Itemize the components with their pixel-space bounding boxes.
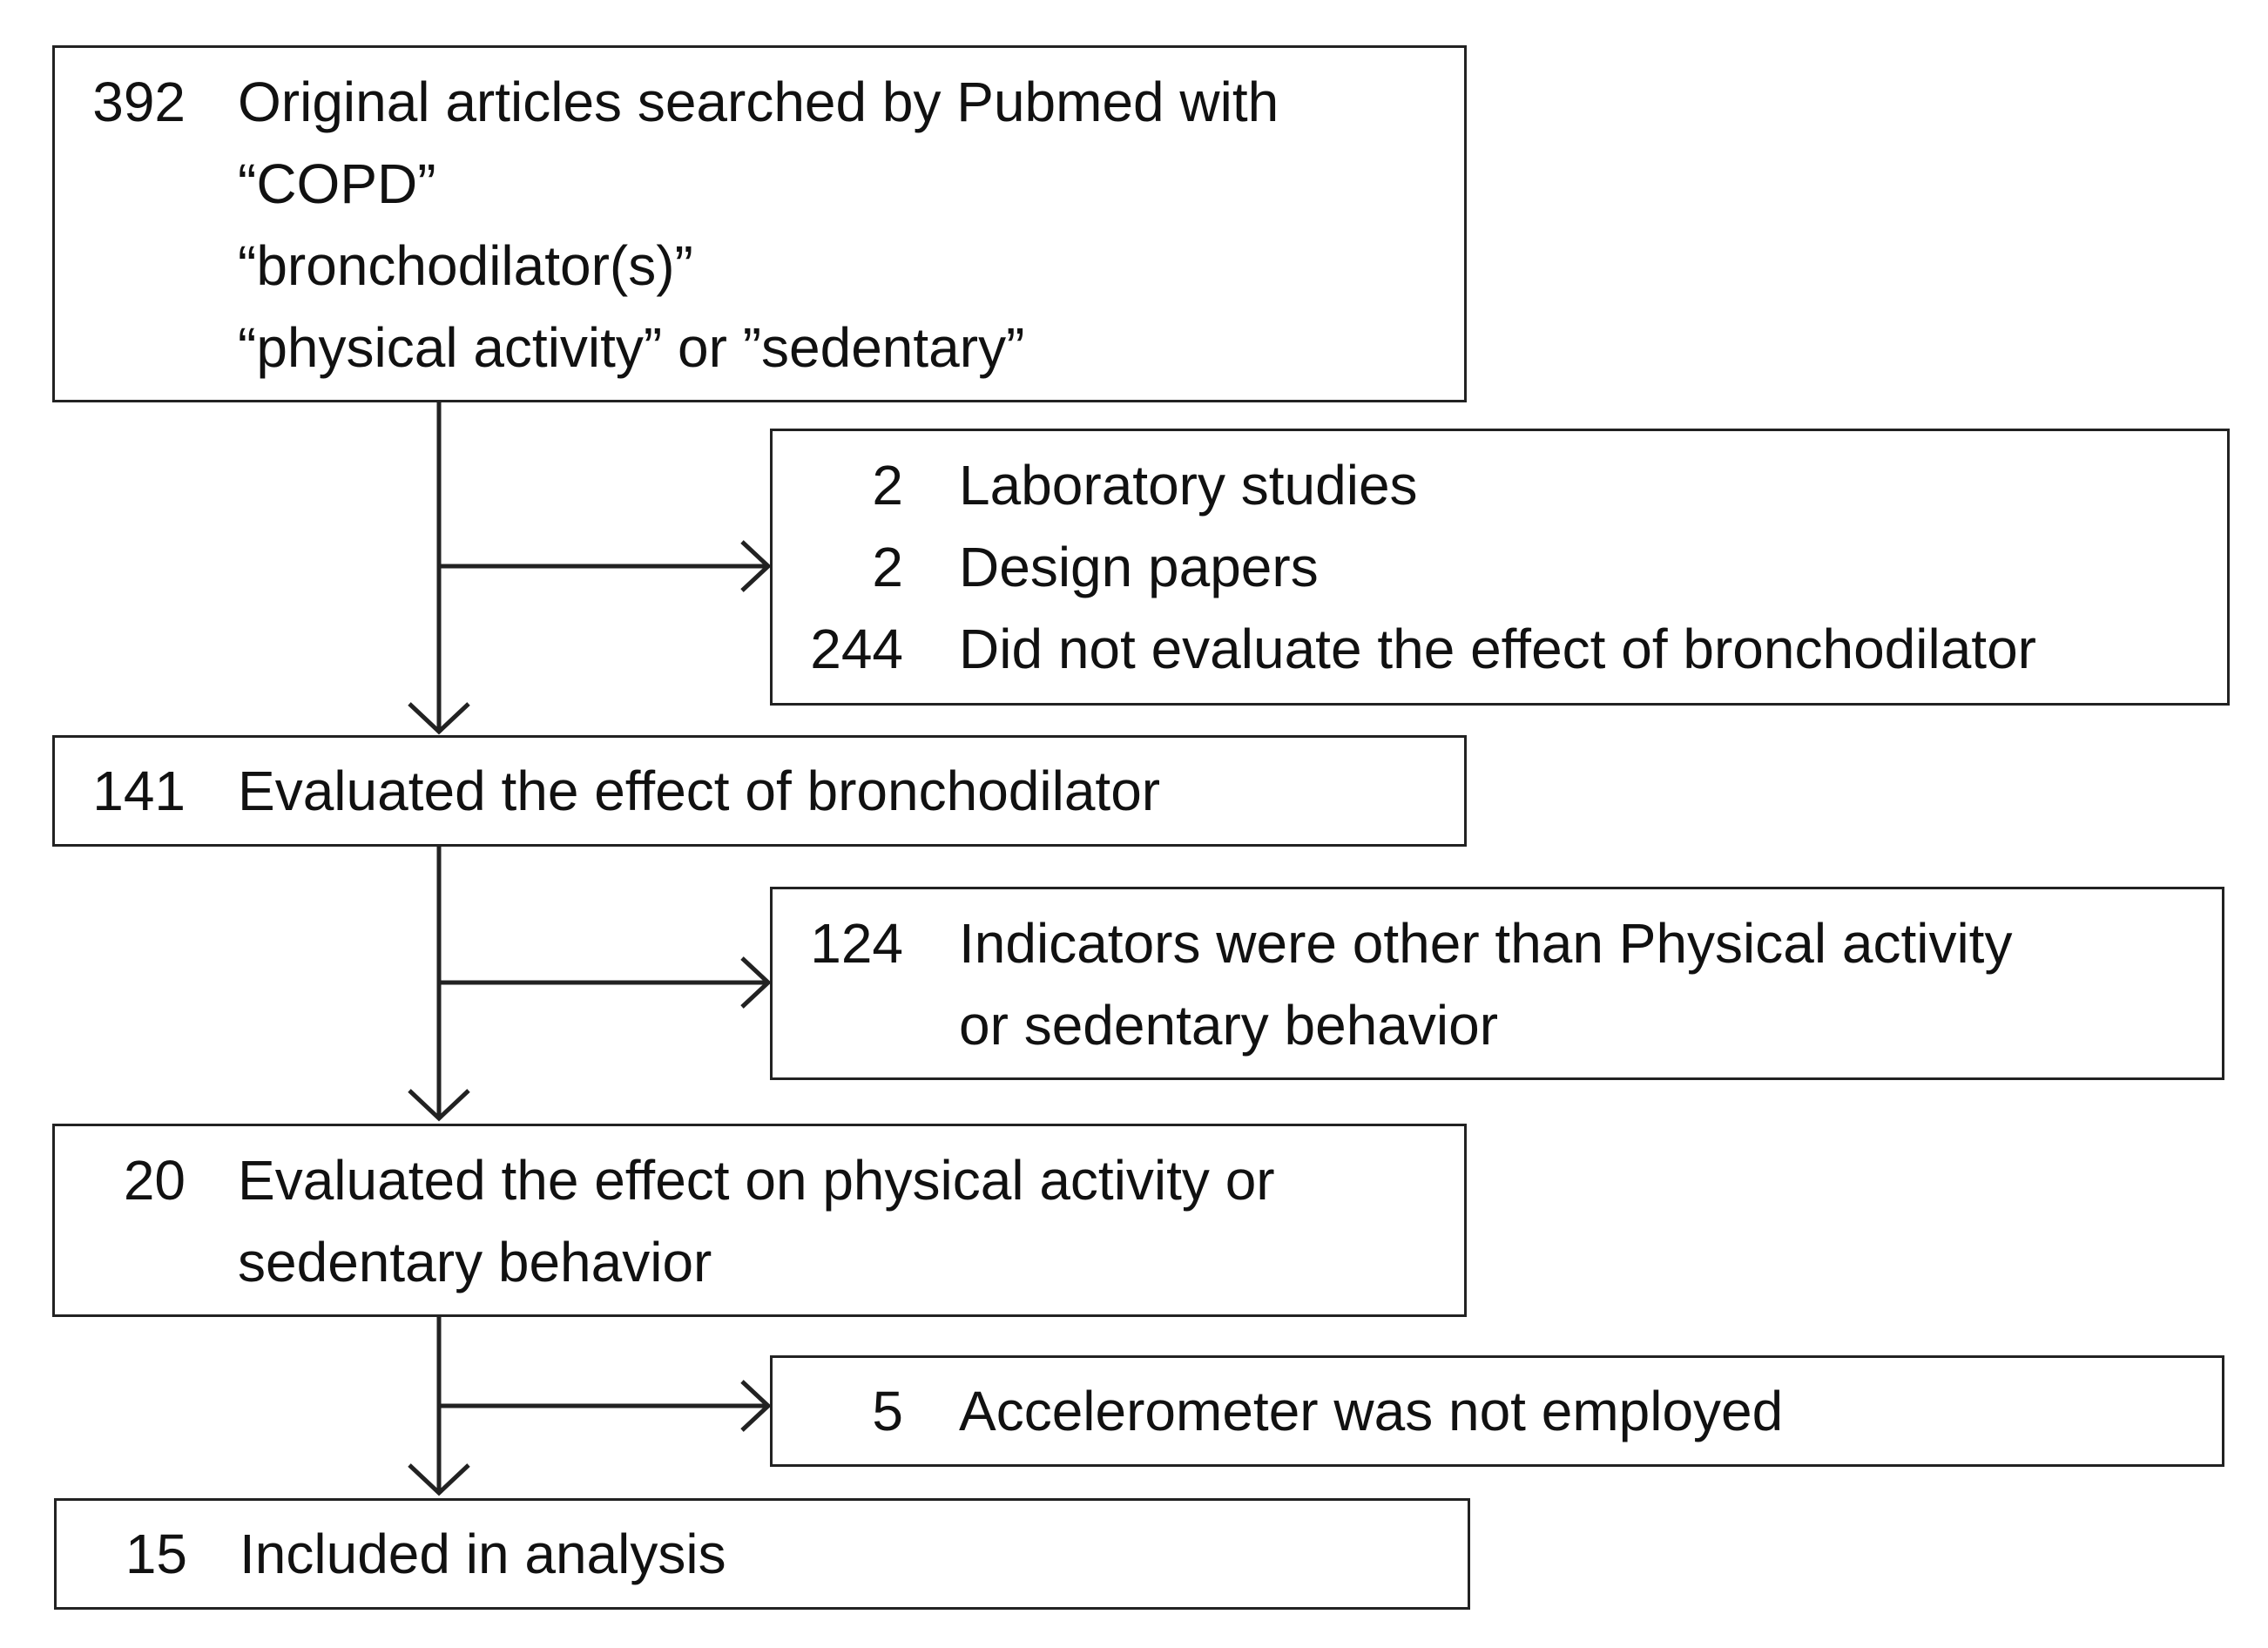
down-arrowhead-2 xyxy=(408,1089,470,1122)
count-label: 124 xyxy=(810,912,903,975)
count-label: 5 xyxy=(872,1380,903,1442)
box-text-line: Did not evaluate the effect of bronchodi… xyxy=(959,618,2036,680)
box-text-line: Evaluated the effect of bronchodilator xyxy=(238,760,1161,822)
box-text-line: “COPD” xyxy=(238,152,436,215)
right-arrowhead-3 xyxy=(740,1380,772,1432)
box-text-line: sedentary behavior xyxy=(238,1231,712,1293)
box-text-line: “physical activity” or ”sedentary” xyxy=(238,316,1025,379)
count-label: 141 xyxy=(92,760,186,822)
count-label: 2 xyxy=(872,454,903,517)
box-text-line: Included in analysis xyxy=(240,1523,726,1585)
count-label: 244 xyxy=(810,618,903,680)
box-text-line: Indicators were other than Physical acti… xyxy=(959,912,2013,975)
box-text-line: Evaluated the effect on physical activit… xyxy=(238,1149,1275,1212)
count-label: 20 xyxy=(123,1149,186,1212)
box-evaluated-bronchodilator: 141 Evaluated the effect of bronchodilat… xyxy=(52,735,1467,847)
box-exclusion-third: 5 Accelerometer was not employed xyxy=(770,1355,2224,1467)
box-text-line: Laboratory studies xyxy=(959,454,1418,517)
right-arrowhead-1 xyxy=(740,540,772,592)
box-text-line: Design papers xyxy=(959,536,1319,598)
box-initial-search: 392 Original articles searched by Pubmed… xyxy=(52,45,1467,402)
down-arrowhead-1 xyxy=(408,702,470,735)
right-arrowhead-2 xyxy=(740,956,772,1009)
count-label: 2 xyxy=(872,536,903,598)
count-label: 392 xyxy=(92,71,186,133)
count-label: 15 xyxy=(125,1523,187,1585)
box-included-analysis: 15 Included in analysis xyxy=(54,1498,1470,1610)
box-exclusion-second: 124 Indicators were other than Physical … xyxy=(770,887,2224,1080)
box-text-line: or sedentary behavior xyxy=(959,994,1499,1057)
box-exclusion-first: 2 Laboratory studies 2 Design papers 244… xyxy=(770,429,2230,706)
box-text-line: Original articles searched by Pubmed wit… xyxy=(238,71,1279,133)
box-text-line: “bronchodilator(s)” xyxy=(238,234,693,297)
box-evaluated-physical-activity: 20 Evaluated the effect on physical acti… xyxy=(52,1124,1467,1317)
down-arrowhead-3 xyxy=(408,1463,470,1496)
box-text-line: Accelerometer was not employed xyxy=(959,1380,1784,1442)
